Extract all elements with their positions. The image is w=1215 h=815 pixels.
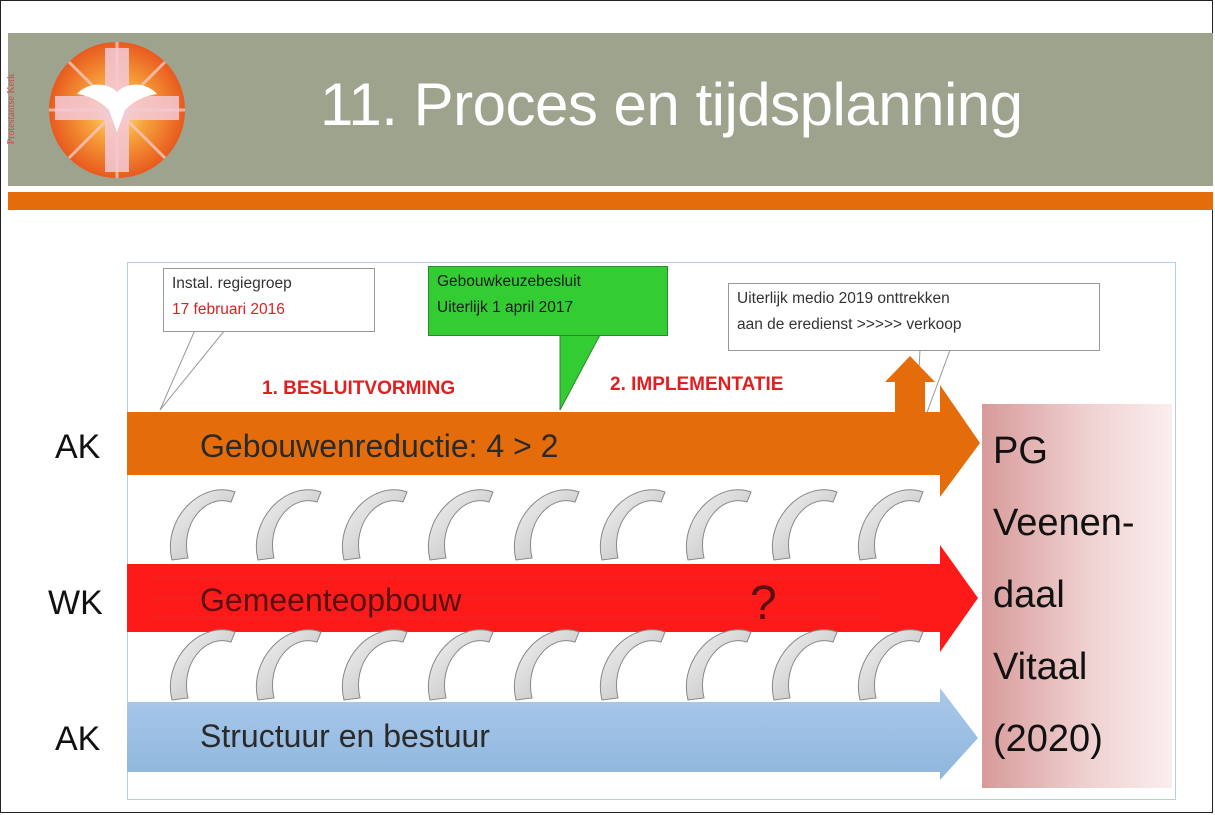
arrow-text-structuur: Structuur en bestuur: [200, 718, 490, 754]
header-divider: [8, 186, 1213, 192]
blue-process-arrow: [127, 688, 978, 780]
goal-line-1: PG: [993, 430, 1048, 472]
phase-besluitvorming: 1. BESLUITVORMING: [262, 378, 456, 399]
question-mark: ?: [750, 577, 777, 630]
callout-medio-line1: Uiterlijk medio 2019 onttrekken: [737, 290, 950, 307]
arrow-text-gemeenteopbouw: Gemeenteopbouw: [200, 582, 462, 618]
church-logo-icon: [49, 42, 185, 178]
goal-line-4: Vitaal: [993, 646, 1088, 688]
interaction-arrows-top: [169, 489, 924, 561]
row-label-ak-top: AK: [55, 428, 101, 466]
callout-regiegroep-line1: Instal. regiegroep: [172, 275, 292, 292]
callout-regiegroep: Instal. regiegroep 17 februari 2016: [163, 268, 375, 332]
goal-box: [982, 404, 1172, 788]
callout-gebouwkeuze: Gebouwkeuzebesluit Uiterlijk 1 april 201…: [428, 266, 668, 336]
row-label-wk: WK: [48, 584, 103, 622]
callout-regiegroep-date: 17 februari 2016: [172, 301, 285, 318]
arrow-text-gebouwenreductie: Gebouwenreductie: 4 > 2: [200, 428, 559, 464]
slide-title: 11. Proces en tijdsplanning: [320, 71, 1023, 138]
row-label-ak-bottom: AK: [55, 720, 101, 758]
callout-gebouwkeuze-line2: Uiterlijk 1 april 2017: [437, 299, 574, 316]
goal-line-3: daal: [993, 574, 1065, 616]
phase-implementatie: 2. IMPLEMENTATIE: [610, 374, 784, 395]
goal-line-2: Veenen-: [993, 502, 1135, 544]
callout-medio-line2: aan de eredienst >>>>> verkoop: [737, 316, 962, 333]
interaction-arrows-bottom: [169, 629, 924, 701]
slide-header: [8, 33, 1213, 186]
goal-line-5: (2020): [993, 718, 1103, 760]
accent-bar: [8, 192, 1213, 210]
callout-pointer-regiegroep: [159, 329, 227, 411]
callout-gebouwkeuze-line1: Gebouwkeuzebesluit: [437, 273, 581, 290]
callout-medio-2019: Uiterlijk medio 2019 onttrekken aan de e…: [728, 283, 1100, 351]
callout-pointer-gebouwkeuze: [559, 334, 601, 411]
orange-process-arrow: [127, 356, 980, 497]
